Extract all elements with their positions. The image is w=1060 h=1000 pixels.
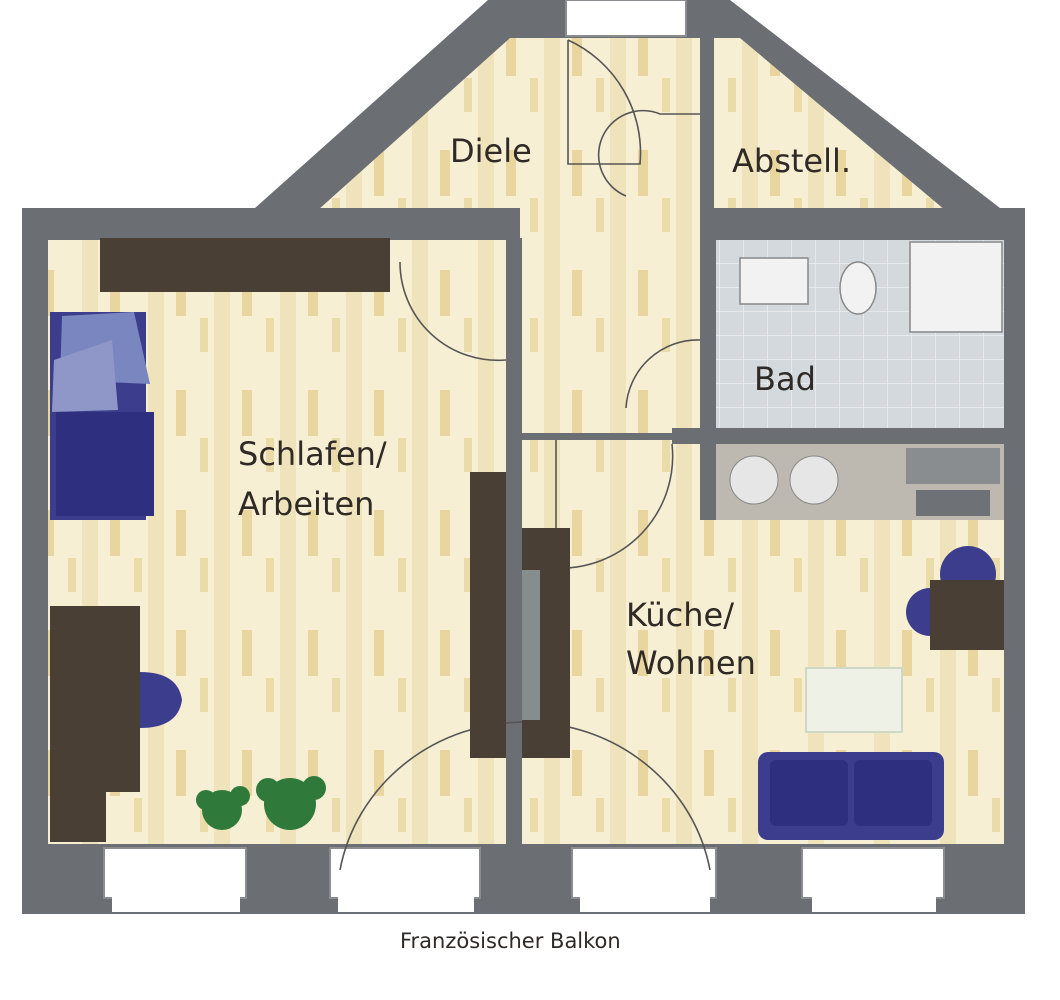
windows <box>103 0 945 912</box>
interior-walls <box>22 0 1024 846</box>
floor-abstell <box>714 38 945 210</box>
plant-1 <box>196 786 250 830</box>
window-2 <box>329 847 481 899</box>
floor-diele <box>318 38 712 210</box>
label-bad: Bad <box>754 360 816 398</box>
bathroom-fixtures <box>739 241 1003 333</box>
wardrobe <box>100 238 390 292</box>
window-top <box>565 0 687 37</box>
dining-table <box>906 546 1004 650</box>
window-4 <box>801 847 945 899</box>
label-abstell: Abstell. <box>732 142 851 180</box>
window-1 <box>103 847 247 899</box>
label-kueche-2: Wohnen <box>626 644 756 682</box>
shelves <box>470 472 570 758</box>
coffee-table <box>805 667 903 733</box>
washbasin <box>739 257 809 305</box>
sofa <box>758 752 944 840</box>
floor-flur <box>520 208 715 433</box>
shower <box>909 241 1003 333</box>
window-3 <box>571 847 717 899</box>
toilet <box>839 261 877 315</box>
bed <box>50 312 154 520</box>
kitchen-counter <box>716 444 1004 520</box>
label-diele: Diele <box>450 132 532 170</box>
label-balkon: Französischer Balkon <box>400 929 621 953</box>
label-kueche-1: Küche/ <box>626 596 734 634</box>
plant-2 <box>256 776 326 830</box>
label-schlafen-1: Schlafen/ <box>238 435 387 473</box>
desk <box>50 606 182 842</box>
label-schlafen-2: Arbeiten <box>238 485 374 523</box>
